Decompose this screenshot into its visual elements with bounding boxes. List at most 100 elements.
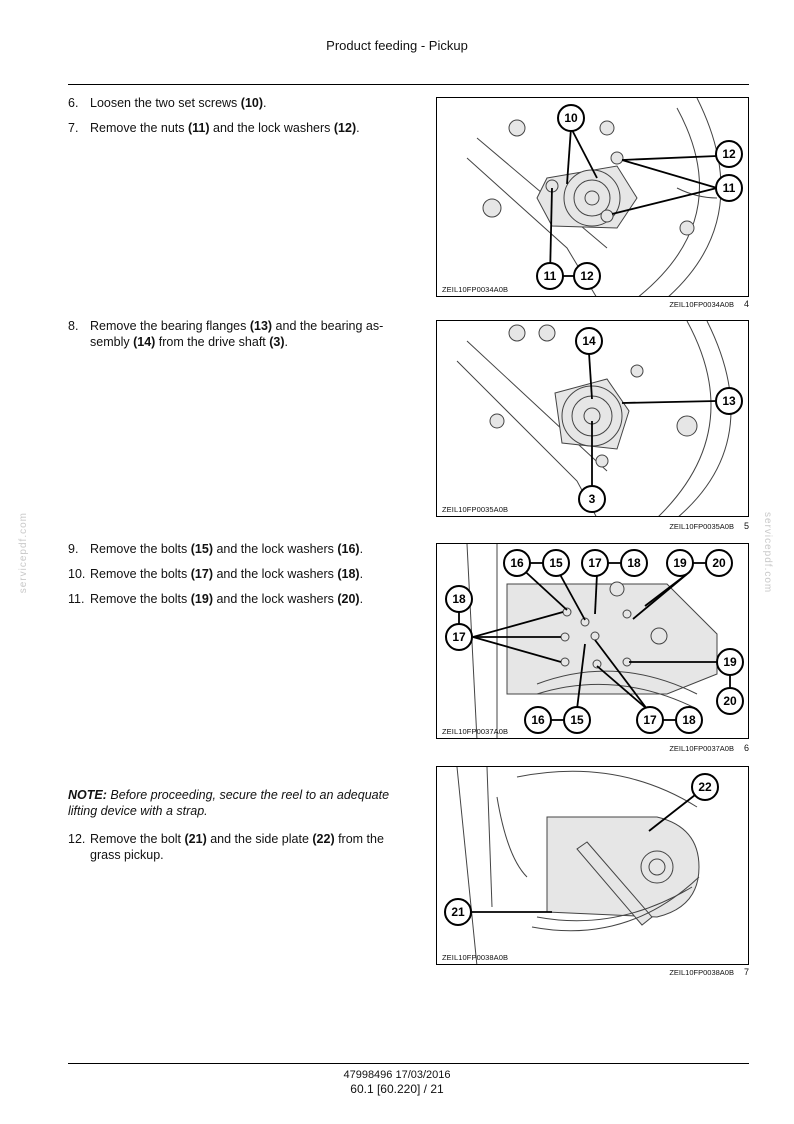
figure-4: 10 12 11 11 12 ZEIL10FP0034A0B (436, 97, 749, 297)
reference-number: (16) (337, 542, 360, 556)
svg-text:11: 11 (544, 269, 557, 283)
step-text: . (359, 592, 364, 606)
step-12: 12.Remove the bolt (21) and the side pla… (68, 832, 384, 862)
svg-text:21: 21 (451, 905, 465, 919)
step-text: and the lock washers (212, 542, 338, 556)
callout-13: 13 (715, 387, 743, 415)
callout-18: 18 (675, 706, 703, 734)
figure-4-leader-lines (549, 127, 718, 277)
step-text: Remove the nuts (90, 121, 188, 135)
svg-text:18: 18 (682, 713, 696, 727)
svg-text:10: 10 (564, 111, 578, 125)
svg-text:18: 18 (452, 592, 466, 606)
svg-text:3: 3 (589, 492, 596, 506)
reference-number: (19) (190, 592, 213, 606)
svg-text:17: 17 (452, 630, 466, 644)
callout-10: 10 (557, 104, 585, 132)
reference-number: (13) (249, 319, 273, 333)
svg-text:15: 15 (570, 713, 584, 727)
step-10: 10.Remove the bolts (17) and the lock wa… (68, 567, 364, 581)
watermark-right: servicepdf.com (762, 512, 773, 594)
callout-20: 20 (716, 687, 744, 715)
steps-group-4: NOTE: Before proceeding, secure the reel… (68, 787, 413, 872)
callout-19: 19 (716, 648, 744, 676)
page-footer: 47998496 17/03/2016 60.1 [60.220] / 21 (0, 1068, 794, 1096)
reference-number: (14) (133, 335, 156, 349)
header-rule (68, 84, 749, 85)
callout-19: 19 (666, 549, 694, 577)
reference-number: (11) (187, 121, 210, 135)
reference-number: (12) (333, 121, 357, 135)
figure-5-illustration: 14 13 3 (456, 321, 743, 516)
step-text: . (359, 567, 364, 581)
step-7: 7.Remove the nuts (11) and the lock wash… (68, 121, 360, 135)
reference-number: (18) (337, 567, 360, 581)
svg-text:12: 12 (722, 147, 736, 161)
step-9: 9.Remove the bolts (15) and the lock was… (68, 542, 364, 556)
page-header: Product feeding - Pickup (326, 38, 468, 53)
step-6: 6.Loosen the two set screws (10). (68, 96, 267, 110)
step-text: and the lock washers (212, 592, 338, 606)
svg-text:16: 16 (531, 713, 545, 727)
svg-text:15: 15 (549, 556, 563, 570)
callout-3: 3 (578, 485, 606, 513)
figure-7-leader-lines (471, 794, 696, 913)
reference-number: (3) (269, 335, 285, 349)
step-text: Loosen the two set screws (90, 96, 241, 110)
figure-4-callouts: 10 12 11 11 12 (536, 104, 743, 290)
callout-12: 12 (573, 262, 601, 290)
reference-number: (21) (184, 832, 207, 846)
callout-16: 16 (524, 706, 552, 734)
step-11: 11.Remove the bolts (19) and the lock wa… (68, 592, 364, 606)
figure-7: 22 21 ZEIL10FP0038A0B (436, 766, 749, 965)
steps-group-2: 8.Remove the bearing flanges (13) and th… (68, 318, 413, 359)
callout-17: 17 (445, 623, 473, 651)
svg-text:17: 17 (588, 556, 602, 570)
svg-text:14: 14 (582, 334, 596, 348)
step-text: . (359, 542, 364, 556)
figure-6-leader-lines (472, 563, 717, 710)
step-text: Remove the bolt (90, 832, 185, 846)
svg-text:18: 18 (627, 556, 641, 570)
reference-number: (10) (240, 96, 264, 110)
watermark-left: servicepdf.com (18, 512, 29, 594)
svg-text:17: 17 (643, 713, 657, 727)
svg-text:19: 19 (673, 556, 687, 570)
callout-12: 12 (715, 140, 743, 168)
step-text: and the bearing as-sembly (90, 319, 384, 349)
steps-group-3: 9.Remove the bolts (15) and the lock was… (68, 541, 413, 616)
callout-15: 15 (542, 549, 570, 577)
step-text: and the lock washers (212, 567, 338, 581)
callout-15: 15 (563, 706, 591, 734)
step-text: from the drive shaft (155, 335, 270, 349)
svg-text:16: 16 (510, 556, 524, 570)
figure-7-callouts: 22 21 (444, 773, 719, 926)
figure-5: 14 13 3 ZEIL10FP0035A0B (436, 320, 749, 517)
step-text: and the lock washers (209, 121, 334, 135)
figure-6-illustration: 16 15 17 18 19 20 18 17 19 20 16 15 17 1… (445, 544, 744, 738)
step-text: Remove the bolts (90, 542, 191, 556)
callout-18: 18 (445, 585, 473, 613)
step-text: Remove the bearing flanges (90, 319, 250, 333)
step-text: Remove the bolts (90, 592, 191, 606)
svg-text:19: 19 (723, 655, 737, 669)
reference-number: (15) (190, 542, 213, 556)
svg-text:20: 20 (723, 694, 737, 708)
figure-7-code: ZEIL10FP0038A0B (442, 953, 509, 962)
footer-rule (68, 1063, 749, 1064)
step-text: . (263, 96, 267, 110)
svg-text:12: 12 (580, 269, 594, 283)
svg-text:20: 20 (712, 556, 726, 570)
note: NOTE: Before proceeding, secure the reel… (68, 788, 390, 818)
callout-17: 17 (581, 549, 609, 577)
figure-5-callouts: 14 13 3 (575, 327, 743, 513)
step-text: . (284, 335, 289, 349)
steps-group-1: 6.Loosen the two set screws (10). 7.Remo… (68, 95, 413, 145)
page-number: 60.1 [60.220] / 21 (350, 1082, 444, 1096)
step-text: . (356, 121, 360, 135)
callout-14: 14 (575, 327, 603, 355)
svg-text:22: 22 (698, 780, 712, 794)
